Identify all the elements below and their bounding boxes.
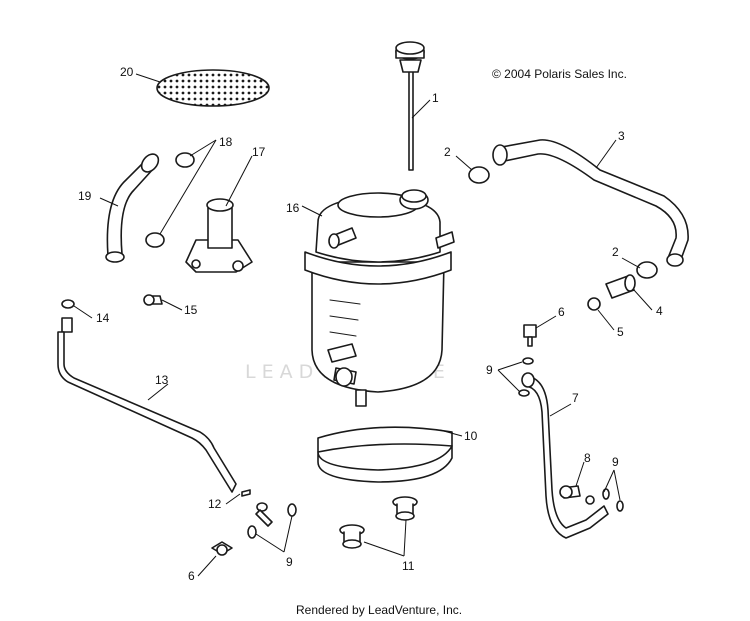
callout-19: 19 [78,189,92,203]
filter-screen [156,69,270,107]
callout-2-upper: 2 [444,145,451,159]
dipstick [395,41,425,171]
o-rings-9-upper [518,357,534,397]
callout-18: 18 [219,135,233,149]
bolt-6-lower [211,541,233,556]
callout-15: 15 [184,303,198,317]
callout-17: 17 [252,145,266,159]
clamp-2-lower [636,261,658,279]
callout-10: 10 [464,429,478,443]
callout-6-upper: 6 [558,305,565,319]
bolt-8 [559,485,581,499]
callout-9-right: 9 [612,455,619,469]
hose-elbow [105,153,160,263]
hose-clamps [145,152,195,248]
callout-8: 8 [584,451,591,465]
return-hose [492,139,689,267]
callout-6-lower: 6 [188,569,195,583]
callout-1: 1 [432,91,439,105]
callout-3: 3 [618,129,625,143]
clip-12 [241,489,251,497]
oil-tank [304,189,455,407]
callout-7: 7 [572,391,579,405]
feed-line-7 [521,372,609,539]
o-ring-5 [587,297,601,311]
bolt-6-upper [523,324,537,347]
callout-9-upper: 9 [486,363,493,377]
clamp-2-upper [468,166,490,184]
callout-12: 12 [208,497,222,511]
fitting-4 [605,274,636,299]
callout-16: 16 [286,201,300,215]
callout-13: 13 [155,373,169,387]
callout-11: 11 [402,559,415,573]
callouts: 20 1 2 3 18 17 19 16 2 4 5 6 15 14 9 13 … [78,65,663,583]
callout-2-lower: 2 [612,245,619,259]
callout-5: 5 [617,325,624,339]
cap-14 [61,299,75,309]
check-valve-fitting [185,198,253,273]
banjo-bolt-lower [255,502,273,527]
o-rings-9-right [585,488,624,512]
callout-4: 4 [656,304,663,318]
leader-lines [73,73,653,577]
oil-line-13 [57,317,237,493]
grommet-11-right [392,496,418,521]
grommet-11-left [339,524,365,549]
tank-strap [317,426,453,483]
callout-9-lower: 9 [286,555,293,569]
footer-text: Rendered by LeadVenture, Inc. [296,603,462,617]
callout-14: 14 [96,311,110,325]
bolt-15 [143,294,163,306]
copyright-text: © 2004 Polaris Sales Inc. [492,67,627,81]
callout-20: 20 [120,65,134,79]
